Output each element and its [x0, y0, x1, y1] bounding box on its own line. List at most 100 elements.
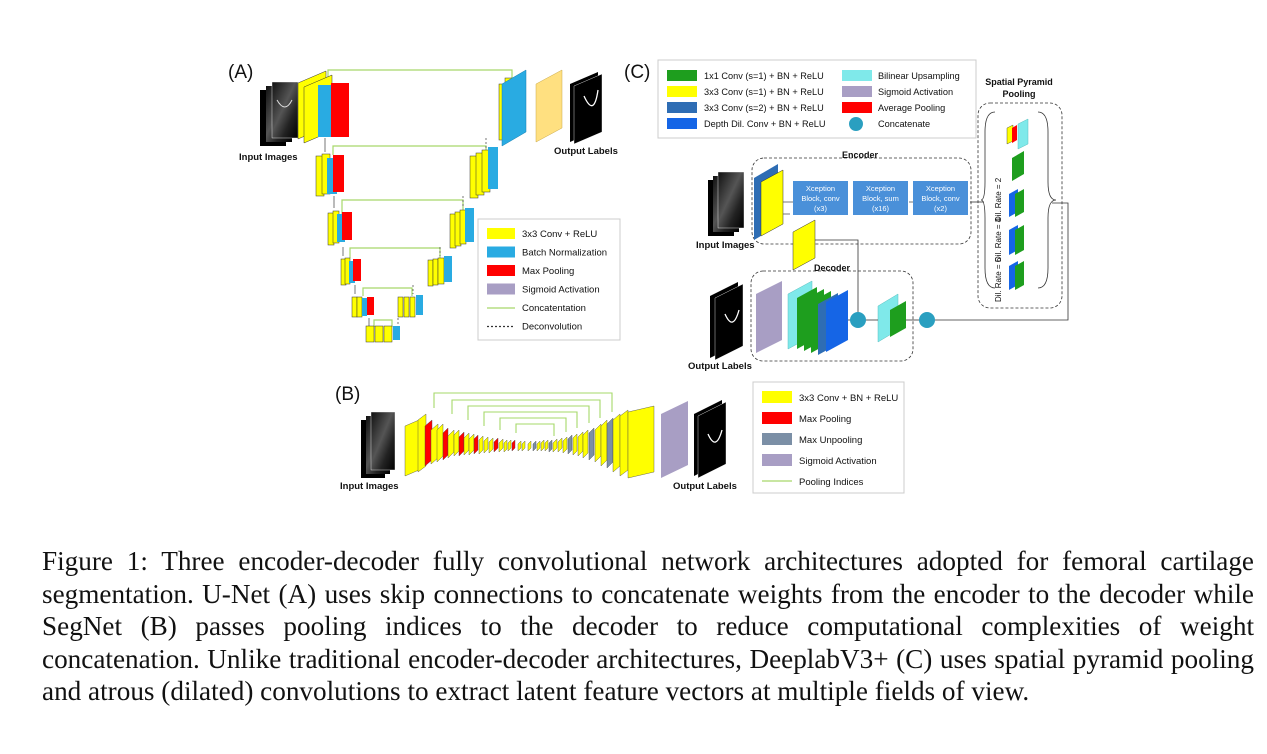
unet-legend-item: 3x3 Conv + ReLU: [487, 228, 597, 240]
segnet-layer: [562, 436, 568, 454]
deeplab-entry-conv: [754, 164, 784, 240]
segnet-layer: [619, 409, 629, 477]
segnet-layer: [594, 423, 602, 463]
xception-block-text: Block, conv: [801, 194, 840, 203]
legend-swatch: [762, 433, 792, 445]
legend-label: Concatenate: [878, 119, 930, 129]
legend-swatch: [487, 228, 515, 239]
segnet-legend-item: Max Pooling: [762, 412, 851, 425]
xception-block-text: (x2): [934, 204, 947, 213]
deeplab-legend-item: Sigmoid Activation: [842, 86, 953, 97]
legend-label: 3x3 Conv + BN + ReLU: [799, 393, 898, 404]
unet-output-label-stack: [570, 72, 603, 145]
legend-swatch: [762, 412, 792, 424]
segnet-layer: [577, 431, 584, 457]
legend-swatch: [849, 117, 863, 131]
legend-swatch: [762, 391, 792, 403]
segnet-layer: [548, 439, 553, 453]
xception-block-text: Xception: [866, 184, 895, 193]
unet-legend-item: Deconvolution: [487, 322, 582, 333]
segnet-layer: [600, 419, 608, 467]
segnet-legend-item: 3x3 Conv + BN + ReLU: [762, 391, 898, 404]
unet-legend-item: Max Pooling: [487, 265, 574, 277]
segnet-input-image-stack: [361, 411, 396, 478]
unet-decoder-level-2: [469, 147, 498, 199]
segnet-sigmoid-block: [661, 401, 688, 478]
xception-block-text: Xception: [926, 184, 955, 193]
segnet-layer: [527, 440, 532, 452]
legend-label: Max Pooling: [522, 266, 574, 277]
legend-swatch: [667, 118, 697, 129]
segnet-layer: [588, 427, 595, 461]
segnet-layer: [473, 434, 479, 455]
legend-label: Sigmoid Activation: [522, 285, 600, 296]
legend-swatch: [842, 70, 872, 81]
segnet-layer: [436, 423, 444, 463]
deeplab-output-label: Output Labels: [688, 361, 752, 372]
deeplab-legend: 1x1 Conv (s=1) + BN + ReLU 3x3 Conv (s=1)…: [657, 59, 977, 139]
unet-decoder-level-5: [397, 295, 423, 318]
panel-a-unet: (A) Input: [228, 62, 621, 343]
legend-label: Max Pooling: [799, 414, 851, 425]
unet-input-label: Input Images: [239, 152, 298, 163]
deeplab-dil-rate-4: Dil. Rate = 4: [994, 217, 1003, 262]
legend-label: Depth Dil. Conv + BN + ReLU: [704, 119, 826, 129]
deeplab-legend-item: 1x1 Conv (s=1) + BN + ReLU: [667, 70, 824, 81]
unet-decoder-level-4: [427, 256, 452, 287]
deeplab-concat-node-1: [850, 312, 866, 328]
segnet-layer: [478, 435, 484, 455]
deeplab-decoder-blocks: [756, 280, 906, 355]
legend-swatch: [667, 70, 697, 81]
segnet-layer: [442, 427, 449, 461]
legend-swatch: [667, 102, 697, 113]
deeplab-legend-item: 3x3 Conv (s=1) + BN + ReLU: [667, 86, 824, 97]
segnet-layer: [567, 434, 573, 455]
segnet-legend-item: Sigmoid Activation: [762, 454, 877, 467]
unet-legend-item: Concatentation: [487, 303, 586, 314]
deeplab-legend-item: Bilinear Upsampling: [842, 70, 960, 81]
unet-decoder-level-3: [449, 208, 474, 249]
segnet-output-label-stack: [694, 400, 727, 479]
segnet-layer: [540, 439, 545, 452]
xception-block-text: (x16): [872, 204, 890, 213]
segnet-output-label: Output Labels: [673, 481, 737, 492]
unet-output-label: Output Labels: [554, 146, 618, 157]
segnet-layer: [511, 439, 516, 452]
segnet-layer: [612, 413, 621, 473]
deeplab-legend-item: Depth Dil. Conv + BN + ReLU: [667, 118, 826, 129]
segnet-layer: [503, 439, 508, 453]
segnet-layer: [517, 440, 522, 452]
deeplab-concat-node-2: [919, 312, 935, 328]
unet-encoder-level-5: [351, 296, 374, 318]
legend-label: Average Pooling: [878, 103, 945, 113]
segnet-layer-blocks: [404, 405, 655, 479]
segnet-layer: [521, 440, 526, 452]
segnet-layer: [483, 436, 489, 454]
legend-swatch: [487, 265, 515, 276]
legend-label: 3x3 Conv + ReLU: [522, 229, 597, 240]
segnet-layer: [458, 431, 465, 457]
segnet-layer: [582, 429, 589, 459]
segnet-layer: [606, 417, 614, 469]
legend-label: 1x1 Conv (s=1) + BN + ReLU: [704, 71, 824, 81]
legend-label: Sigmoid Activation: [799, 456, 877, 467]
xception-block-text: Xception: [806, 184, 835, 193]
legend-label: Pooling Indices: [799, 477, 864, 488]
deeplab-output-label-stack: [710, 282, 744, 361]
segnet-layer: [463, 432, 470, 456]
deeplab-input-image-stack: [708, 171, 745, 236]
deeplab-encoder-box: [751, 157, 972, 245]
deeplab-spp-title-2: Pooling: [1003, 89, 1036, 99]
segnet-input-label: Input Images: [340, 481, 399, 492]
deeplab-legend-item: Average Pooling: [842, 102, 945, 113]
legend-label: Sigmoid Activation: [878, 87, 953, 97]
unet-encoder-level-4: [340, 257, 361, 286]
panel-c-tag: (C): [624, 62, 650, 83]
architecture-figure: (A) Input: [228, 59, 1069, 494]
legend-label: Deconvolution: [522, 322, 582, 333]
unet-bottleneck: [365, 325, 400, 343]
